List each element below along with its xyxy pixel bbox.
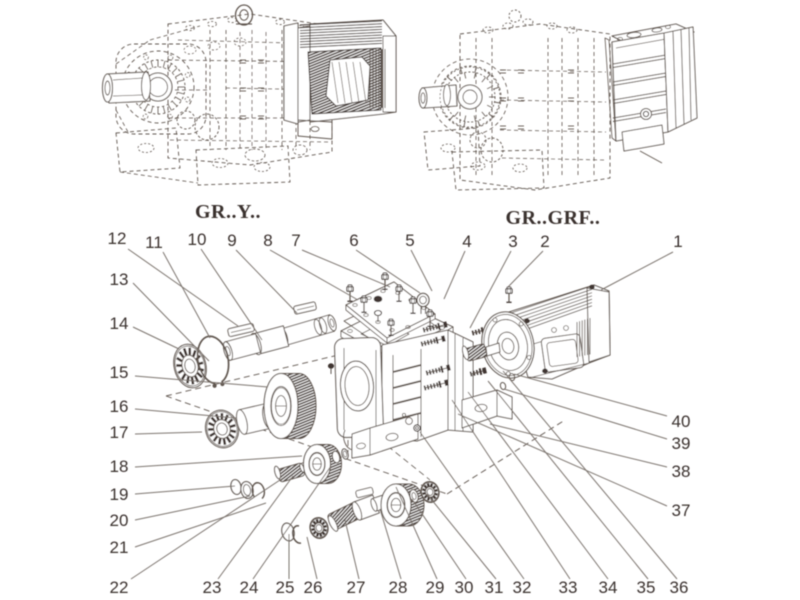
svg-text:38: 38 (672, 462, 691, 481)
svg-text:23: 23 (203, 578, 222, 597)
svg-text:20: 20 (110, 511, 129, 530)
svg-text:14: 14 (110, 314, 129, 333)
svg-text:33: 33 (559, 578, 578, 597)
svg-text:24: 24 (240, 578, 259, 597)
svg-text:39: 39 (672, 434, 691, 453)
svg-text:29: 29 (426, 578, 445, 597)
svg-text:GR..GRF..: GR..GRF.. (506, 207, 601, 229)
svg-text:7: 7 (291, 231, 300, 250)
svg-text:19: 19 (110, 485, 129, 504)
svg-text:16: 16 (110, 397, 129, 416)
svg-text:5: 5 (405, 231, 414, 250)
svg-text:6: 6 (349, 231, 358, 250)
svg-text:10: 10 (188, 230, 207, 249)
svg-text:35: 35 (637, 578, 656, 597)
svg-text:2: 2 (540, 232, 549, 251)
svg-text:11: 11 (145, 233, 163, 252)
svg-text:GR..Y..: GR..Y.. (195, 201, 261, 223)
svg-text:34: 34 (599, 578, 618, 597)
svg-text:17: 17 (110, 423, 129, 442)
svg-text:30: 30 (455, 578, 474, 597)
svg-text:37: 37 (672, 501, 691, 520)
svg-text:1: 1 (673, 232, 682, 251)
svg-text:4: 4 (462, 232, 471, 251)
svg-text:21: 21 (110, 538, 129, 557)
svg-text:9: 9 (227, 231, 236, 250)
svg-text:22: 22 (110, 578, 129, 597)
svg-text:18: 18 (110, 457, 129, 476)
svg-text:28: 28 (389, 578, 408, 597)
svg-text:31: 31 (485, 578, 504, 597)
svg-text:32: 32 (513, 578, 532, 597)
svg-text:8: 8 (263, 231, 272, 250)
svg-text:36: 36 (670, 578, 689, 597)
svg-text:27: 27 (347, 578, 366, 597)
svg-text:26: 26 (304, 578, 323, 597)
svg-text:13: 13 (110, 270, 129, 289)
svg-text:3: 3 (508, 232, 517, 251)
svg-text:12: 12 (108, 229, 127, 248)
svg-text:15: 15 (110, 363, 129, 382)
svg-text:25: 25 (276, 578, 295, 597)
svg-text:40: 40 (672, 412, 691, 431)
